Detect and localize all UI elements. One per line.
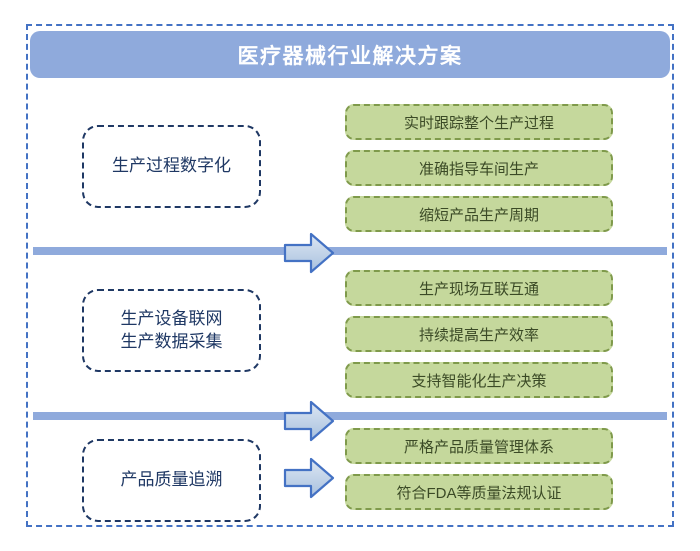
result-box[interactable]: 实时跟踪整个生产过程 [345,104,613,140]
topic-label-1: 生产过程数字化 [112,156,231,176]
result-label: 支持智能化生产决策 [411,372,547,390]
result-label: 缩短产品生产周期 [418,206,539,224]
solution-row-2: 生产设备联网 生产数据采集 生产现场互联互通 持续提高生产效率 [0,257,700,442]
right-arrow-icon [283,456,335,500]
result-box[interactable]: 持续提高生产效率 [345,316,613,352]
result-label: 准确指导车间生产 [418,160,539,178]
results-column-2: 生产现场互联互通 持续提高生产效率 支持智能化生产决策 [345,270,613,408]
topic-label-2: 生产设备联网 生产数据采集 [120,308,223,351]
result-label: 严格产品质量管理体系 [403,438,554,456]
result-box[interactable]: 生产现场互联互通 [345,270,613,306]
diagram-title-bar: 医疗器械行业解决方案 [30,31,670,78]
result-label: 实时跟踪整个生产过程 [403,114,554,132]
topic-box-2[interactable]: 生产设备联网 生产数据采集 [82,289,261,372]
result-box[interactable]: 符合FDA等质量法规认证 [345,474,613,510]
section-divider-1 [33,247,667,255]
topic-box-1[interactable]: 生产过程数字化 [82,125,261,208]
result-label: 符合FDA等质量法规认证 [396,484,562,502]
topic-label-3: 产品质量追溯 [120,470,223,490]
section-divider-2 [33,412,667,420]
right-arrow-icon [283,231,335,275]
result-box[interactable]: 严格产品质量管理体系 [345,428,613,464]
results-column-3: 严格产品质量管理体系 符合FDA等质量法规认证 [345,428,613,520]
solution-row-3: 产品质量追溯 严格产品质量管理体系 符合FDA等质量法规认证 [0,422,700,526]
result-box[interactable]: 缩短产品生产周期 [345,196,613,232]
right-arrow-icon [283,399,335,443]
result-label: 持续提高生产效率 [418,326,539,344]
result-box[interactable]: 准确指导车间生产 [345,150,613,186]
result-box[interactable]: 支持智能化生产决策 [345,362,613,398]
results-column-1: 实时跟踪整个生产过程 准确指导车间生产 缩短产品生产周期 [345,104,613,242]
diagram-outer-frame [26,24,674,527]
result-label: 生产现场互联互通 [418,280,539,298]
topic-box-3[interactable]: 产品质量追溯 [82,439,261,522]
solution-row-1: 生产过程数字化 实时跟踪整个生产过程 准确指导车间生产 缩短产品 [0,85,700,274]
page-title: 医疗器械行业解决方案 [237,44,463,68]
